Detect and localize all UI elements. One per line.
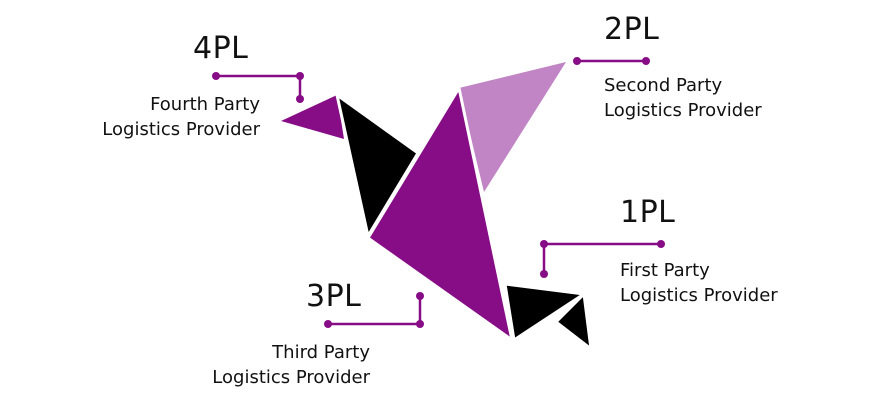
bird-tail-tip-black: [554, 292, 593, 351]
label-3pl-description: Third Party Logistics Provider: [212, 340, 370, 390]
label-4pl-line2: Logistics Provider: [102, 119, 260, 140]
label-4pl-code: 4PL: [193, 31, 249, 66]
label-4pl-description: Fourth Party Logistics Provider: [102, 92, 260, 142]
label-2pl-code: 2PL: [604, 12, 660, 47]
bird-wing-light: [459, 62, 566, 192]
label-3pl-code: 3PL: [306, 279, 362, 314]
connector-1pl: [540, 240, 665, 278]
label-3pl-line1: Third Party: [272, 342, 370, 363]
bird-tail-black: [503, 282, 586, 342]
bird-body-purple: [366, 86, 514, 342]
label-1pl-line2: Logistics Provider: [620, 285, 778, 306]
label-2pl-line1: Second Party: [604, 75, 723, 96]
connector-4pl: [212, 72, 304, 103]
label-1pl-code: 1PL: [620, 195, 676, 230]
label-3pl-line2: Logistics Provider: [212, 367, 370, 388]
label-2pl-line2: Logistics Provider: [604, 100, 762, 121]
label-1pl-line1: First Party: [620, 260, 710, 281]
label-2pl-description: Second Party Logistics Provider: [604, 73, 762, 123]
label-1pl-description: First Party Logistics Provider: [620, 258, 778, 308]
connector-2pl: [573, 57, 650, 65]
label-4pl-line1: Fourth Party: [150, 94, 260, 115]
bird-head-purple: [281, 95, 344, 139]
connector-3pl: [324, 292, 424, 328]
